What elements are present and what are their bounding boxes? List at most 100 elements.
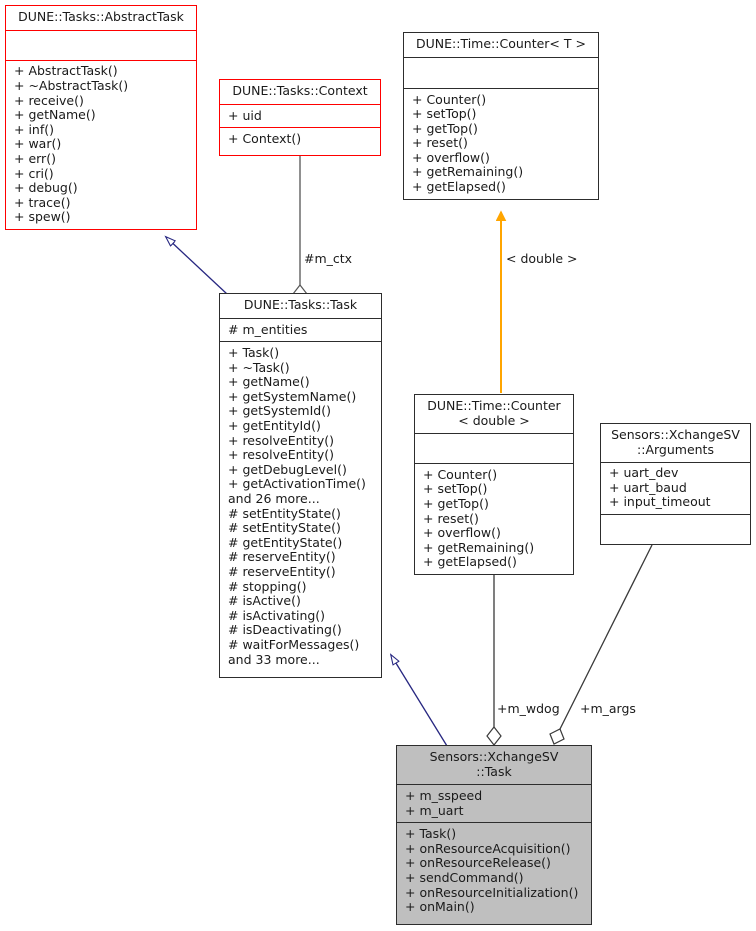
class-member-row: + uart_baud [609,479,687,495]
class-attributes-tasks-task: # m_entities [220,319,381,342]
class-member-row: # isActive() [228,593,301,609]
class-separator [404,87,598,89]
class-member-row: # m_entities [228,321,308,337]
edge-label-m-args: +m_args [580,701,636,716]
class-member-row: + onResourceInitialization() [405,884,579,900]
class-attributes-abstract-task [6,30,196,60]
class-attributes-counter-t [404,58,598,88]
class-member-row: # waitForMessages() [228,636,360,652]
edge-label-m-wdog: +m_wdog [497,701,560,716]
class-member-row: # setEntityState() [228,520,341,536]
class-title-counter-t: DUNE::Time::Counter< T > [416,36,586,51]
class-operations-counter-t: + Counter()+ setTop()+ getTop()+ reset()… [404,89,598,200]
class-member-row: + trace() [14,194,71,210]
class-member-row: + getTop() [412,120,478,136]
edge-label-m-ctx: #m_ctx [304,251,353,266]
class-member-row: + getElapsed() [412,179,506,195]
class-title-counter-double: DUNE::Time::Counter < double > [427,398,561,428]
class-operations-abstract-task: + AbstractTask()+ ~AbstractTask()+ recei… [6,60,196,229]
class-member-row: + onMain() [405,899,475,915]
class-node-abstract-task[interactable]: DUNE::Tasks::AbstractTask + AbstractTask… [5,5,197,230]
class-node-xchangesv-task[interactable]: Sensors::XchangeSV ::Task + m_sspeed+ m_… [396,745,592,925]
class-separator [397,784,591,785]
class-node-context[interactable]: DUNE::Tasks::Context + uid + Context() [219,79,381,156]
class-member-row: + onResourceRelease() [405,855,551,871]
edge-inheritance-task-to-abstracttask [166,237,228,295]
class-member-row: + getDebugLevel() [228,461,347,477]
class-member-row: # isActivating() [228,607,326,623]
class-member-row: + spew() [14,209,71,225]
class-member-row: + uid [228,107,262,123]
class-member-row: + getActivationTime() [228,476,366,492]
class-member-row: # stopping() [228,578,307,594]
class-operations-context: + Context() [220,128,380,155]
class-operations-xchangesv-task: + Task()+ onResourceAcquisition()+ onRes… [397,823,591,924]
edge-inheritance-xchangesv-to-task [391,655,448,747]
class-member-row: and 26 more... [228,491,320,507]
class-operations-counter-double: + Counter()+ setTop()+ getTop()+ reset()… [415,464,573,574]
class-title-xchangesv-arguments: Sensors::XchangeSV ::Arguments [611,427,740,457]
class-member-row: + onResourceAcquisition() [405,840,571,856]
edge-label-double: < double > [506,251,578,266]
class-title-tasks-task: DUNE::Tasks::Task [243,297,358,312]
class-member-row: # setEntityState() [228,505,341,521]
class-member-row: + reset() [423,510,479,526]
class-separator [404,56,598,58]
class-member-row: # reserveEntity() [228,564,336,579]
class-member-row: + getRemaining() [412,164,524,180]
class-member-row: # getEntityState() [228,534,343,550]
class-node-counter-t[interactable]: DUNE::Time::Counter< T > + Counter()+ se… [403,32,599,200]
class-member-row: + getName() [228,374,310,390]
class-separator [220,341,381,343]
class-member-row: + Counter() [412,91,487,107]
edge-aggregation-wdog [486,575,502,746]
class-node-tasks-task[interactable]: DUNE::Tasks::Task # m_entities + Task()+… [219,293,382,678]
class-attributes-counter-double [415,433,573,463]
class-member-row: + getEntityId() [228,418,321,434]
class-member-row: + ~AbstractTask() [14,78,129,94]
class-member-row: + getElapsed() [423,554,517,570]
class-member-row: + reset() [412,135,468,151]
class-member-row: + receive() [14,92,84,108]
class-member-row: + m_sspeed [405,788,483,803]
class-member-row: + getName() [14,107,96,123]
class-member-row: + sendCommand() [405,869,524,885]
class-node-xchangesv-arguments[interactable]: Sensors::XchangeSV ::Arguments + uart_de… [600,423,751,545]
class-member-row: + overflow() [412,149,490,165]
class-member-row: + Counter() [423,466,498,482]
class-member-row: + inf() [14,121,54,137]
class-title-xchangesv-task: Sensors::XchangeSV ::Task [429,749,559,779]
class-member-row: + AbstractTask() [14,63,118,79]
class-separator [220,103,380,105]
class-member-row: + Task() [228,345,280,361]
class-member-row: + getSystemId() [228,403,331,419]
class-member-row: + uart_dev [609,465,679,481]
class-member-row: + getRemaining() [423,539,535,555]
class-attributes-context: + uid [220,105,380,128]
class-member-row: + resolveEntity() [228,447,334,463]
class-member-row: # reserveEntity() [228,549,336,565]
class-member-row: + err() [14,151,56,167]
class-member-row: + getTop() [423,496,489,512]
class-member-row: and 33 more... [228,651,320,667]
class-node-counter-double[interactable]: DUNE::Time::Counter < double > + Counter… [414,394,574,575]
class-member-row: + resolveEntity() [228,432,334,448]
class-operations-xchangesv-arguments [601,514,750,544]
class-member-row: + ~Task() [228,359,290,375]
class-member-row: + setTop() [412,106,477,122]
class-attributes-xchangesv-task: + m_sspeed+ m_uart [397,785,591,822]
class-operations-tasks-task: + Task()+ ~Task()+ getName()+ getSystemN… [220,342,381,677]
class-title-abstract-task: DUNE::Tasks::AbstractTask [18,9,184,24]
class-title-context: DUNE::Tasks::Context [232,83,368,98]
class-member-row: + debug() [14,180,78,196]
class-member-row: + m_uart [405,802,464,818]
class-member-row: # isDeactivating() [228,622,342,638]
class-separator [220,317,381,319]
class-member-row: + input_timeout [609,494,711,510]
class-member-row: + cri() [14,165,54,181]
class-member-row: + getSystemName() [228,388,357,404]
class-member-row: + Context() [228,131,302,147]
class-attributes-xchangesv-arguments: + uart_dev+ uart_baud+ input_timeout [601,462,750,514]
class-separator [397,822,591,824]
